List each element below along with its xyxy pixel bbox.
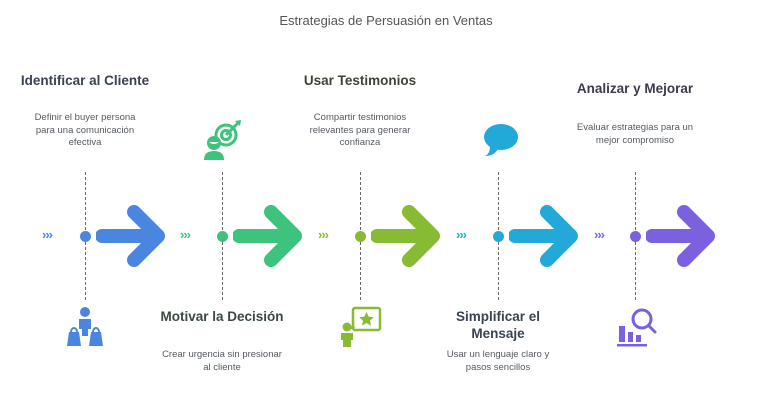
users-with-bags-icon xyxy=(67,307,103,346)
step-heading: Usar Testimonios xyxy=(303,73,417,88)
chevrons-icon: ››› xyxy=(594,227,605,242)
speech-bubble-icon xyxy=(484,124,518,156)
chevrons-icon: ››› xyxy=(456,227,467,242)
diagram-title: Estrategias de Persuasión en Ventas xyxy=(279,13,493,28)
arrow-right-icon xyxy=(233,205,302,267)
arrow-right-icon xyxy=(371,205,440,267)
timeline-dot xyxy=(217,231,228,242)
timeline-dot xyxy=(355,231,366,242)
arrow-right-icon xyxy=(96,205,165,267)
arrow-right-icon xyxy=(509,205,578,267)
step-description: Evaluar estrategias para un mejor compro… xyxy=(576,122,694,146)
person-star-speech-icon xyxy=(341,306,382,347)
step-heading: Motivar la Decisión xyxy=(160,309,284,324)
chevrons-icon: ››› xyxy=(180,227,191,242)
timeline-dot xyxy=(80,231,91,242)
timeline-dot xyxy=(493,231,504,242)
chevrons-icon: ››› xyxy=(42,227,53,242)
person-target-icon xyxy=(204,120,241,160)
step-description: Definir el buyer persona para una comuni… xyxy=(34,112,136,148)
step-heading: Analizar y Mejorar xyxy=(576,81,694,96)
step-description: Compartir testimonios relevantes para ge… xyxy=(309,112,411,148)
chevrons-icon: ››› xyxy=(318,227,329,242)
step-description: Usar un lenguaje claro y pasos sencillos xyxy=(446,349,550,373)
step-description: Crear urgencia sin presionar al cliente xyxy=(162,349,282,373)
chart-magnifier-icon xyxy=(617,308,657,347)
step-heading: Identificar al Cliente xyxy=(20,73,150,88)
arrow-right-icon xyxy=(646,205,715,267)
step-heading: Simplificar el Mensaje xyxy=(455,309,541,341)
timeline-dot xyxy=(630,231,641,242)
